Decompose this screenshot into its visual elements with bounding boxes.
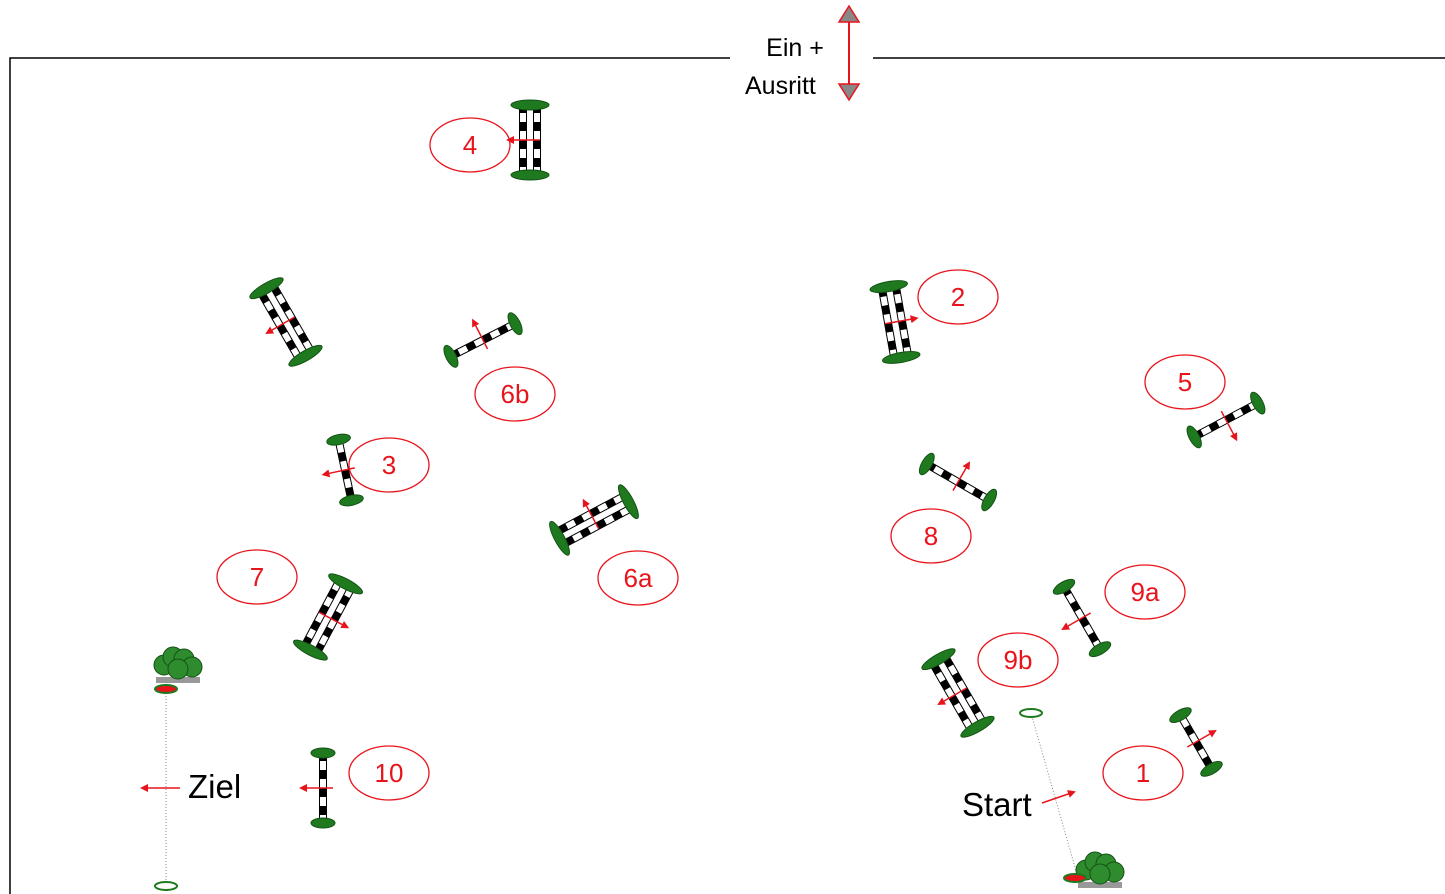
jump-number-1: 1 bbox=[1135, 758, 1151, 788]
fence-8 bbox=[918, 452, 998, 512]
jump-number-9a: 9a bbox=[1130, 577, 1160, 607]
standard bbox=[328, 573, 364, 595]
direction-arrow-icon bbox=[952, 461, 970, 492]
standard bbox=[1200, 760, 1223, 777]
standard bbox=[510, 169, 550, 181]
direction-arrow-icon bbox=[885, 315, 919, 325]
standard bbox=[960, 715, 995, 738]
direction-arrow-icon bbox=[472, 318, 489, 350]
jump-number-9b: 9b bbox=[1003, 645, 1033, 675]
fence-6b bbox=[443, 312, 523, 368]
standard bbox=[310, 817, 336, 829]
direction-arrow-icon bbox=[937, 687, 968, 705]
direction-arrow-icon bbox=[582, 498, 600, 530]
entrance-label-line1: Ein + bbox=[766, 34, 824, 62]
direction-arrow-icon bbox=[318, 611, 350, 629]
fence-2 bbox=[869, 280, 921, 364]
standard bbox=[507, 312, 523, 336]
standard bbox=[918, 452, 935, 476]
jump-number-3: 3 bbox=[381, 450, 397, 480]
standard bbox=[443, 344, 459, 368]
ellipse-7 bbox=[216, 549, 298, 605]
fence-7 bbox=[292, 573, 364, 661]
start-label: Start bbox=[962, 786, 1032, 823]
direction-arrow-icon bbox=[1220, 410, 1238, 442]
jump-number-2: 2 bbox=[950, 282, 966, 312]
standard bbox=[549, 520, 571, 556]
arena-border bbox=[9, 57, 1445, 894]
direction-arrow-icon bbox=[265, 316, 296, 334]
ellipse-3 bbox=[348, 437, 430, 493]
ellipse-6a bbox=[597, 550, 679, 606]
ellipse-10 bbox=[348, 745, 430, 801]
standard bbox=[869, 280, 908, 293]
ellipse-8 bbox=[890, 508, 972, 564]
standard bbox=[292, 639, 328, 661]
ellipse-4 bbox=[429, 117, 511, 173]
finish-bush-icon bbox=[153, 646, 203, 683]
fence-4 bbox=[506, 99, 550, 181]
jump-number-6b: 6b bbox=[500, 379, 530, 409]
fence-9a bbox=[1052, 578, 1112, 658]
fence-6a bbox=[549, 484, 639, 556]
ellipse-6b bbox=[474, 366, 556, 422]
jump-number-7: 7 bbox=[249, 562, 265, 592]
ellipse-5 bbox=[1144, 354, 1226, 410]
standard bbox=[981, 488, 998, 512]
ellipse-9b bbox=[977, 632, 1059, 688]
jump-number-6a: 6a bbox=[623, 563, 653, 593]
finish-label: Ziel bbox=[188, 768, 242, 805]
standard bbox=[921, 648, 956, 671]
start-post-top bbox=[1019, 708, 1043, 718]
entrance-arrow-icon bbox=[837, 4, 861, 102]
standard bbox=[1169, 707, 1192, 724]
jump-number-5: 5 bbox=[1177, 367, 1193, 397]
jump-number-8: 8 bbox=[923, 521, 939, 551]
ellipse-9a bbox=[1104, 564, 1186, 620]
standard bbox=[310, 747, 336, 759]
standard bbox=[1186, 425, 1202, 449]
standard bbox=[510, 99, 550, 111]
finish-post-top bbox=[154, 684, 178, 694]
finish-post-bottom bbox=[154, 881, 178, 891]
start-direction-arrow-icon bbox=[1041, 790, 1076, 804]
entrance-label-line2: Ausritt bbox=[745, 72, 816, 100]
standard bbox=[249, 277, 284, 300]
fence-1 bbox=[1169, 707, 1223, 777]
fence-top-left bbox=[249, 277, 323, 367]
fence-10 bbox=[299, 747, 336, 829]
fence-3 bbox=[321, 433, 364, 507]
standard bbox=[1052, 578, 1076, 595]
jump-number-10: 10 bbox=[374, 758, 404, 788]
ellipse-2 bbox=[917, 269, 999, 325]
start-post-bottom bbox=[1063, 873, 1087, 883]
standard bbox=[339, 494, 364, 507]
ellipse-1 bbox=[1102, 745, 1184, 801]
standard bbox=[1088, 641, 1112, 658]
fence-9b bbox=[921, 648, 995, 738]
standard bbox=[617, 484, 639, 520]
standard bbox=[288, 344, 323, 367]
direction-arrow-icon bbox=[1186, 730, 1217, 748]
fence-5 bbox=[1186, 391, 1266, 449]
standard bbox=[882, 351, 921, 364]
standard bbox=[1250, 391, 1266, 415]
direction-arrow-icon bbox=[1061, 612, 1092, 630]
jump-number-4: 4 bbox=[462, 130, 478, 160]
